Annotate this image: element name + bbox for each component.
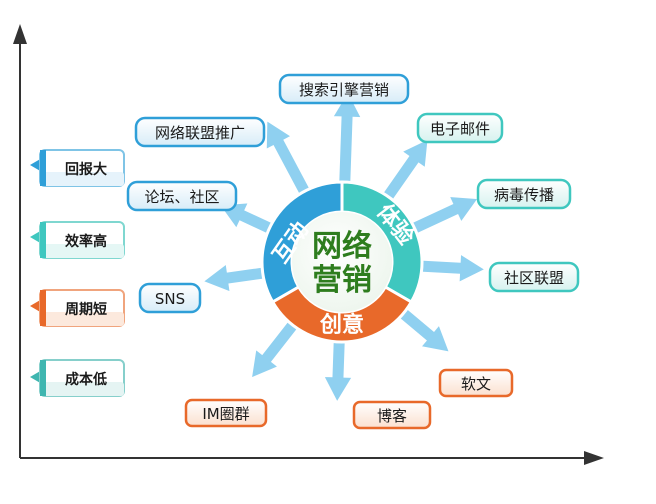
side-tag-label: 回报大 [65, 161, 107, 178]
node-search-engine: 搜索引擎营销 [278, 73, 410, 105]
node-forum: 论坛、社区 [126, 180, 238, 212]
node-label: 网络联盟推广 [155, 124, 245, 142]
node-alliance-promo: 网络联盟推广 [134, 116, 266, 148]
node-label: IM圈群 [202, 405, 249, 423]
arrow-search-engine [332, 91, 362, 193]
axes [13, 24, 604, 465]
side-tag-label: 成本低 [65, 371, 107, 388]
node-email: 电子邮件 [416, 112, 504, 144]
core-title-line2: 营销 [312, 263, 372, 298]
core-circle [292, 212, 392, 312]
node-sns: SNS [138, 282, 202, 314]
side-tag-low-cost: 成本低 [30, 359, 125, 397]
core-title-line1: 网络 [312, 229, 372, 264]
side-tag-high-return: 回报大 [30, 149, 125, 187]
node-soft-article: 软文 [438, 368, 514, 398]
node-label: 搜索引擎营销 [299, 81, 389, 99]
node-label: 病毒传播 [494, 186, 554, 204]
side-tag-high-efficiency: 效率高 [30, 221, 125, 259]
side-tag-short-cycle: 周期短 [30, 289, 125, 327]
ring-label-creativity: 创意 [319, 312, 364, 338]
node-im-group: IM圈群 [184, 398, 268, 428]
node-community-alliance: 社区联盟 [488, 261, 580, 293]
arrows [202, 91, 486, 403]
side-tag-label: 周期短 [65, 301, 107, 318]
node-label: 社区联盟 [504, 269, 564, 287]
y-axis-arrowhead-icon [13, 24, 27, 44]
node-viral: 病毒传播 [476, 178, 572, 210]
node-blog: 博客 [352, 400, 432, 430]
node-label: 软文 [461, 375, 491, 393]
x-axis-arrowhead-icon [584, 451, 604, 465]
side-tag-label: 效率高 [65, 233, 107, 250]
node-label: 电子邮件 [430, 120, 490, 138]
node-label: SNS [155, 290, 185, 308]
ring: 互动 体验 创意 网络 营销 [260, 180, 424, 344]
node-label: 博客 [377, 407, 407, 425]
node-label: 论坛、社区 [144, 188, 219, 206]
